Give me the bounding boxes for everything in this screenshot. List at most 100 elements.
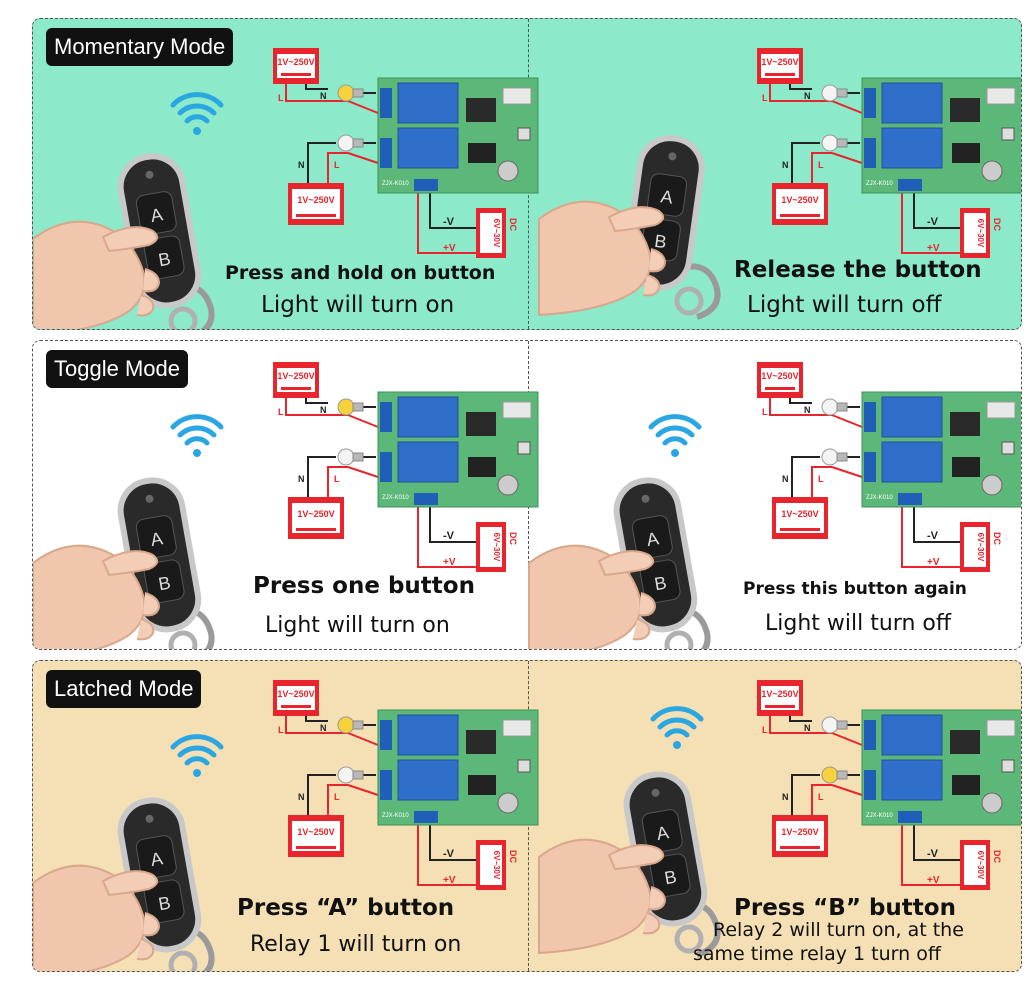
capacitor (981, 792, 1003, 814)
wires (769, 715, 960, 886)
dc-tag: DC (508, 218, 518, 231)
finger (648, 886, 667, 911)
finger (632, 618, 651, 641)
wires (769, 83, 960, 254)
learn-button (1001, 127, 1015, 141)
ac-supply-bottom: 1V~250V (772, 815, 828, 857)
chip (952, 143, 980, 163)
wire-l-mid (811, 784, 832, 815)
keyring-loop (168, 950, 198, 971)
bulb-1 (821, 716, 848, 734)
plus-v-label: +V (927, 875, 940, 886)
chip (952, 457, 980, 477)
bulb-glass (337, 398, 355, 416)
button-b (649, 853, 691, 898)
bulb-base (836, 402, 848, 412)
dc-terminal (414, 493, 438, 505)
wire-l-label: L (818, 474, 824, 484)
wire-l-mid (327, 466, 348, 497)
button-b-label: B (653, 231, 668, 252)
bulb-2 (337, 766, 364, 784)
supply-label: 1V~250V (761, 371, 798, 381)
wire-l-mid (327, 784, 348, 815)
remote-led (668, 152, 677, 161)
wire-n-label: N (782, 160, 789, 170)
terminal-block (380, 720, 392, 750)
minus-v-label: -V (927, 530, 939, 542)
signal-arc (648, 414, 702, 430)
wire-com2 (347, 784, 379, 796)
relay-board: ZJX-K010 (377, 709, 539, 826)
wire-n-label: N (804, 91, 811, 101)
instruction-subtitle: Relay 1 will turn on (250, 932, 462, 957)
supply-label: 1V~250V (297, 195, 334, 205)
signal-arc (184, 756, 210, 766)
instruction-title: Press one button (253, 573, 475, 599)
bulb-base (352, 138, 364, 148)
dc-tag: DC (508, 850, 518, 863)
relay-1 (397, 396, 459, 438)
wire-com2 (347, 466, 379, 478)
learn-button (1001, 441, 1015, 455)
wire-n-mid (307, 456, 336, 497)
wire-com1 (347, 414, 379, 428)
relay-1 (397, 82, 459, 124)
plus-v-label: +V (927, 243, 940, 254)
dc-terminal (898, 811, 922, 823)
remote-led (145, 814, 154, 823)
button-a (641, 809, 683, 854)
relay-board: ZJX-K010 (861, 391, 1021, 508)
button-b (143, 235, 185, 280)
keyring (674, 263, 721, 320)
terminal-block (864, 720, 876, 750)
button-b-label: B (663, 867, 678, 889)
board-label: ZJX-K010 (382, 181, 409, 187)
rf-module (950, 412, 980, 436)
relay-2 (881, 127, 943, 169)
minus-v-label: -V (927, 848, 939, 860)
dc-supply-label: 6V~30V (976, 851, 985, 880)
signal-arc (184, 114, 210, 124)
dc-tag: DC (992, 218, 1002, 231)
finger (142, 268, 161, 293)
bulb-glass (337, 766, 355, 784)
hand (33, 864, 161, 971)
capacitor (981, 474, 1003, 496)
learn-button (517, 127, 531, 141)
learn-button (517, 759, 531, 773)
supply-bar (296, 528, 336, 531)
supply-label: 1V~250V (761, 689, 798, 699)
relay-board: ZJX-K010 (861, 709, 1021, 826)
board-label: ZJX-K010 (866, 495, 893, 501)
bulb-2 (821, 134, 848, 152)
wire-n-mid (307, 774, 336, 815)
wire-n-top (789, 715, 812, 722)
learn-button (517, 441, 531, 455)
wire-minus (913, 505, 960, 543)
wire-com1 (831, 414, 863, 428)
remote-led (641, 494, 650, 503)
wire-l-top (285, 397, 348, 416)
supply-label: 1V~250V (781, 827, 818, 837)
bulb-base (836, 770, 848, 780)
wire-n-top (789, 397, 812, 404)
dc-face (480, 213, 502, 253)
ac-supply-bottom: 1V~250V (288, 497, 344, 539)
wires (285, 83, 476, 254)
terminal-block (380, 88, 392, 118)
relay-2 (397, 127, 459, 169)
rf-module (950, 730, 980, 754)
bulb-1 (337, 84, 364, 102)
wire-l-label: L (762, 725, 768, 735)
thumb (101, 226, 159, 253)
relay-2 (881, 759, 943, 801)
rf-module (466, 412, 496, 436)
minus-v-label: -V (443, 530, 455, 542)
mode-label: Toggle Mode (46, 350, 188, 388)
dc-supply-label: 6V~30V (492, 851, 501, 880)
learn-button (1001, 759, 1015, 773)
